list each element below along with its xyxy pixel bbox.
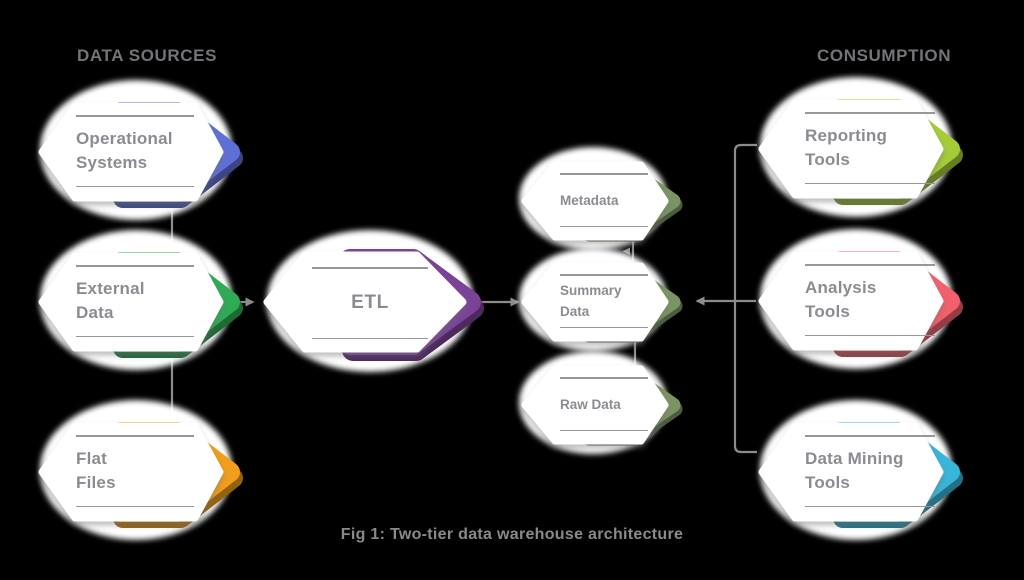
node-content: Summary Data	[560, 274, 648, 328]
node-body	[521, 262, 669, 342]
node-shape	[263, 249, 484, 361]
node-raw-data: Raw Data	[515, 350, 685, 460]
node-shape	[758, 422, 963, 528]
node-shape	[38, 102, 243, 208]
node-content: Raw Data	[560, 377, 648, 431]
node-label: Reporting Tools	[805, 126, 888, 169]
rule-top	[805, 264, 935, 266]
figure-caption: Fig 1: Two-tier data warehouse architect…	[340, 526, 684, 543]
rule-top	[560, 274, 648, 276]
rule-top	[76, 265, 194, 267]
node-summary-data: Summary Data	[515, 247, 685, 357]
node-operational-systems: Operational Systems	[30, 80, 245, 222]
rule-top	[312, 267, 428, 269]
rule-bottom	[76, 335, 194, 337]
node-label: Summary Data	[560, 283, 622, 319]
rule-bottom	[76, 505, 194, 507]
arrowhead-metadata-junction	[622, 247, 630, 255]
node-body	[758, 422, 944, 522]
rule-bottom	[76, 185, 194, 187]
node-label: Flat Files	[76, 449, 116, 492]
node-content: External Data	[76, 265, 194, 337]
node-label: Metadata	[560, 192, 619, 208]
heading-consumption: CONSUMPTION	[817, 46, 952, 65]
node-shape	[521, 161, 683, 242]
rule-bottom	[560, 429, 648, 431]
node-body	[38, 252, 224, 352]
rule-bottom	[560, 225, 648, 227]
rule-top	[76, 435, 194, 437]
rule-bottom	[312, 337, 428, 339]
node-label: External Data	[76, 279, 145, 322]
node-shape	[758, 99, 963, 205]
node-body	[38, 102, 224, 202]
node-label: ETL	[351, 292, 389, 313]
node-data-mining-tools: Data Mining Tools	[750, 400, 965, 542]
node-content: ETL	[312, 267, 428, 339]
node-shape	[521, 262, 683, 343]
node-shape	[38, 422, 243, 528]
node-label: Raw Data	[560, 396, 621, 412]
node-label: Analysis Tools	[805, 278, 877, 321]
rule-bottom	[805, 182, 935, 184]
node-body	[521, 161, 669, 241]
heading-data-sources: DATA SOURCES	[77, 46, 218, 65]
rule-top	[805, 435, 935, 437]
node-body	[758, 99, 944, 199]
rule-top	[560, 173, 648, 175]
node-content: Flat Files	[76, 435, 194, 507]
node-etl: ETL	[255, 230, 490, 372]
node-body	[263, 251, 467, 353]
node-label: Data Mining Tools	[805, 449, 904, 492]
node-analysis-tools: Analysis Tools	[750, 229, 965, 371]
node-external-data: External Data	[30, 230, 245, 372]
node-content: Reporting Tools	[805, 112, 935, 184]
node-reporting-tools: Reporting Tools	[750, 77, 965, 219]
node-content: Operational Systems	[76, 115, 194, 187]
node-body	[521, 365, 669, 445]
node-body	[758, 251, 944, 351]
node-metadata: Metadata	[515, 146, 685, 256]
consumption-bracket	[733, 143, 757, 454]
rule-bottom	[805, 334, 935, 336]
node-shape	[521, 365, 683, 446]
node-content: Metadata	[560, 173, 648, 227]
rule-bottom	[805, 505, 935, 507]
node-flat-files: Flat Files	[30, 400, 245, 542]
node-body	[38, 422, 224, 522]
rule-top	[560, 377, 648, 379]
rule-top	[76, 115, 194, 117]
node-label: Operational Systems	[76, 129, 173, 172]
node-shape	[758, 251, 963, 357]
node-shape	[38, 252, 243, 358]
rule-top	[805, 112, 935, 114]
rule-bottom	[560, 326, 648, 328]
node-content: Analysis Tools	[805, 264, 935, 336]
node-content: Data Mining Tools	[805, 435, 935, 507]
